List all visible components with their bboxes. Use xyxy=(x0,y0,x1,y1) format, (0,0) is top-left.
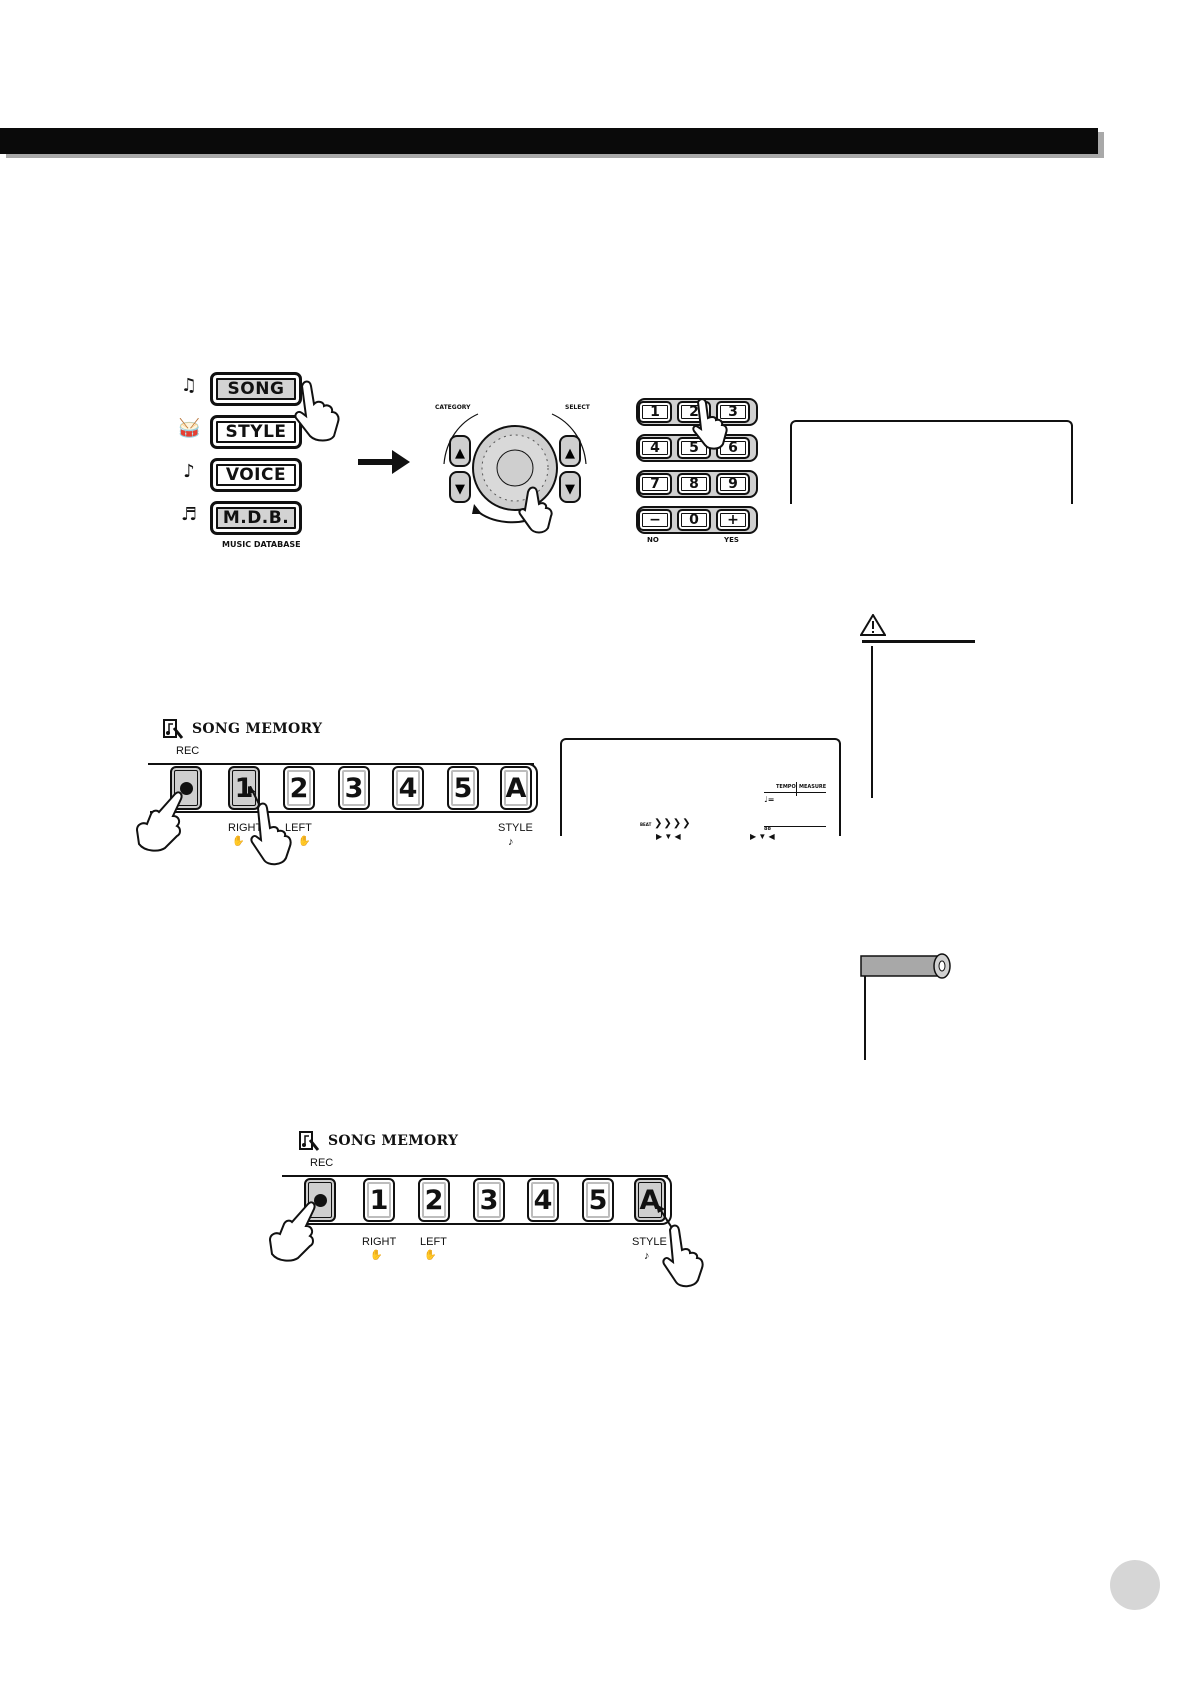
track-a-button[interactable]: A xyxy=(500,766,532,810)
key-0[interactable]: 0 xyxy=(677,509,711,531)
lcd-tempo-rule xyxy=(764,792,826,793)
lcd-measure-value: 88 xyxy=(764,826,771,832)
yes-label: YES xyxy=(724,536,739,544)
key-plus-yes[interactable]: + xyxy=(716,509,750,531)
style-drum-icon: 🥁 xyxy=(178,418,201,439)
pressing-hand-icon xyxy=(294,380,340,442)
left-label: LEFT xyxy=(285,822,312,834)
song-memory-icon xyxy=(299,1131,320,1151)
key-8[interactable]: 8 xyxy=(677,473,711,495)
style-drum-icon: ♪ xyxy=(644,1250,650,1262)
lcd-divider xyxy=(796,782,797,796)
caution-sidebar-line xyxy=(871,646,873,798)
voice-button[interactable]: VOICE xyxy=(210,458,302,492)
style-label: STYLE xyxy=(632,1236,667,1248)
mdb-button[interactable]: M.D.B. xyxy=(210,501,302,535)
track-4-button[interactable]: 4 xyxy=(527,1178,559,1222)
key-7[interactable]: 7 xyxy=(638,473,672,495)
song-memory-strip xyxy=(284,1175,672,1225)
right-label: RIGHT xyxy=(228,822,263,834)
key-9[interactable]: 9 xyxy=(716,473,750,495)
key-minus-no[interactable]: − xyxy=(638,509,672,531)
track-a-button[interactable]: A xyxy=(634,1178,666,1222)
style-button[interactable]: STYLE xyxy=(210,415,302,449)
lcd-beat-arrows: ❯❯❯❯ xyxy=(654,818,692,829)
page-number-circle xyxy=(1110,1560,1160,1610)
right-arrow-icon xyxy=(358,450,410,474)
lcd-display xyxy=(560,738,841,836)
warning-icon xyxy=(860,614,886,636)
rec-label: REC xyxy=(176,745,200,757)
rec-label: REC xyxy=(310,1157,334,1169)
pressing-hand-icon xyxy=(248,786,292,866)
track-5-button[interactable]: 5 xyxy=(582,1178,614,1222)
voice-piano-icon: ♪ xyxy=(183,461,195,482)
lcd-display xyxy=(790,420,1073,504)
music-database-label: MUSIC DATABASE xyxy=(222,540,301,549)
svg-text:▲: ▲ xyxy=(565,446,575,461)
track-3-button[interactable]: 3 xyxy=(473,1178,505,1222)
key-4[interactable]: 4 xyxy=(638,437,672,459)
pressing-hand-icon xyxy=(692,398,728,450)
right-label: RIGHT xyxy=(362,1236,397,1248)
track-2-button[interactable]: 2 xyxy=(418,1178,450,1222)
category-label: CATEGORY xyxy=(435,404,471,411)
note-sidebar-line xyxy=(864,976,866,1060)
lcd-measure-label: MEASURE xyxy=(799,784,827,790)
key-6[interactable]: 6 xyxy=(716,437,750,459)
lcd-measure-rule xyxy=(764,826,826,827)
right-hand-icon: ✋ xyxy=(370,1250,383,1261)
song-memory-title: SONG MEMORY xyxy=(192,721,323,737)
style-drum-icon: ♪ xyxy=(508,836,514,848)
caution-rule xyxy=(862,640,975,643)
pressing-hand-icon xyxy=(268,1201,316,1262)
svg-text:▼: ▼ xyxy=(455,482,465,497)
lcd-tempo-label: TEMPO xyxy=(776,784,796,790)
lcd-indicator-arrows: ▶ ▼ ◀ xyxy=(750,832,775,841)
data-dial[interactable]: ▲ ▼ ▲ ▼ xyxy=(430,400,600,540)
left-hand-icon: ✋ xyxy=(298,836,311,847)
song-memory-strip xyxy=(150,763,538,813)
section-header-bar xyxy=(0,128,1098,154)
left-hand-icon: ✋ xyxy=(424,1250,437,1261)
track-5-button[interactable]: 5 xyxy=(447,766,479,810)
song-memory-icon xyxy=(163,719,184,739)
lcd-tempo-note: ♩= xyxy=(764,795,775,804)
song-memory-title: SONG MEMORY xyxy=(328,1133,459,1149)
svg-text:▲: ▲ xyxy=(455,446,465,461)
song-note-icon: ♫ xyxy=(180,375,198,396)
right-hand-icon: ✋ xyxy=(232,836,245,847)
pressing-hand-icon xyxy=(135,791,183,852)
select-label: SELECT xyxy=(565,404,590,411)
mdb-icon: ♬ xyxy=(180,504,198,525)
no-label: NO xyxy=(647,536,659,544)
track-1-button[interactable]: 1 xyxy=(228,766,260,810)
key-1[interactable]: 1 xyxy=(638,401,672,423)
track-2-button[interactable]: 2 xyxy=(283,766,315,810)
lcd-indicator-arrows: ▶ ▼ ◀ xyxy=(656,832,681,841)
track-1-button[interactable]: 1 xyxy=(363,1178,395,1222)
style-label: STYLE xyxy=(498,822,533,834)
key-3[interactable]: 3 xyxy=(716,401,750,423)
note-scroll-icon xyxy=(860,953,951,979)
lcd-beat-label: BEAT xyxy=(640,822,652,827)
left-label: LEFT xyxy=(420,1236,447,1248)
pressing-hand-icon xyxy=(656,1204,704,1288)
song-button[interactable]: SONG xyxy=(210,372,302,406)
track-3-button[interactable]: 3 xyxy=(338,766,370,810)
track-4-button[interactable]: 4 xyxy=(392,766,424,810)
svg-text:▼: ▼ xyxy=(565,482,575,497)
